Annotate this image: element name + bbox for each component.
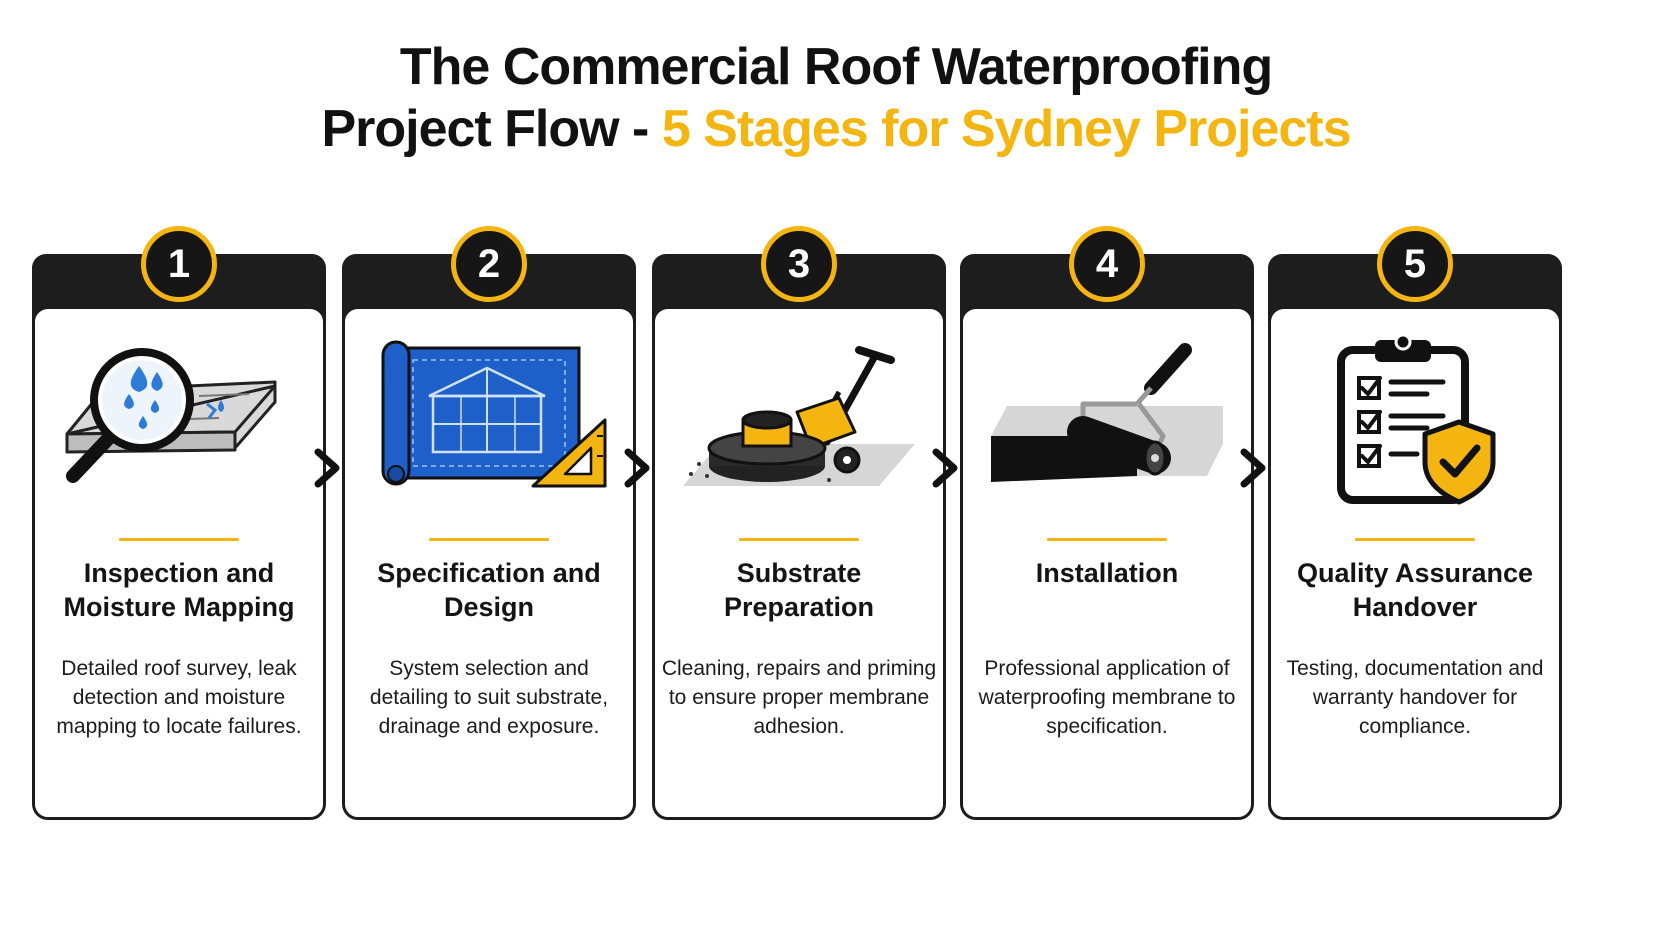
stage-number-badge: 4 <box>1069 226 1145 302</box>
stage-3: 3 Substrate Preparation <box>652 226 946 820</box>
stage-number-badge: 3 <box>761 226 837 302</box>
stage-card <box>960 306 1254 820</box>
stage-divider <box>119 538 239 541</box>
stage-number-badge: 2 <box>451 226 527 302</box>
stage-1: 1 Inspection and Moistu <box>32 226 326 820</box>
stage-divider <box>739 538 859 541</box>
stage-name: Inspection and Moisture Mapping <box>63 558 295 622</box>
stage-name: Substrate Preparation <box>723 558 875 622</box>
paint-roller-icon <box>987 336 1227 506</box>
stage-name: Quality Assurance Handover <box>1296 558 1534 622</box>
page-title: The Commercial Roof Waterproofing Projec… <box>0 36 1672 160</box>
chevron-right-icon <box>312 447 342 489</box>
floor-grinder-icon <box>679 336 919 506</box>
stage-divider <box>1355 538 1475 541</box>
title-line-1: The Commercial Roof Waterproofing <box>399 38 1273 96</box>
stage-description: Cleaning, repairs and priming to ensure … <box>661 657 937 738</box>
chevron-right-icon <box>1238 447 1268 489</box>
stage-description: Testing, documentation and warranty hand… <box>1286 657 1544 738</box>
stage-number-badge: 5 <box>1377 226 1453 302</box>
title-accent: 5 Stages for Sydney Projects <box>661 100 1352 158</box>
chevron-right-icon <box>622 447 652 489</box>
stage-description: Detailed roof survey, leak detection and… <box>56 657 302 738</box>
stage-card <box>652 306 946 820</box>
title-line-2: Project Flow - 5 Stages for Sydney Proje… <box>0 98 1672 160</box>
title-lead: Project Flow - <box>321 100 662 158</box>
stage-number-badge: 1 <box>141 226 217 302</box>
stage-description: Professional application of waterproofin… <box>978 657 1236 738</box>
checklist-shield-icon <box>1295 336 1535 506</box>
stage-2: 2 Specification and Design System sel <box>342 226 636 820</box>
stage-name: Specification and Design <box>377 558 601 622</box>
magnifier-water-drops-icon <box>59 336 299 506</box>
stage-name: Installation <box>1035 558 1179 588</box>
stage-divider <box>429 538 549 541</box>
chevron-right-icon <box>930 447 960 489</box>
stage-divider <box>1047 538 1167 541</box>
stage-description: System selection and detailing to suit s… <box>369 657 609 738</box>
blueprint-set-square-icon <box>369 336 609 506</box>
stage-5: 5 Quality Assurance Han <box>1268 226 1562 820</box>
stage-4: 4 Installation Professional application … <box>960 226 1254 820</box>
